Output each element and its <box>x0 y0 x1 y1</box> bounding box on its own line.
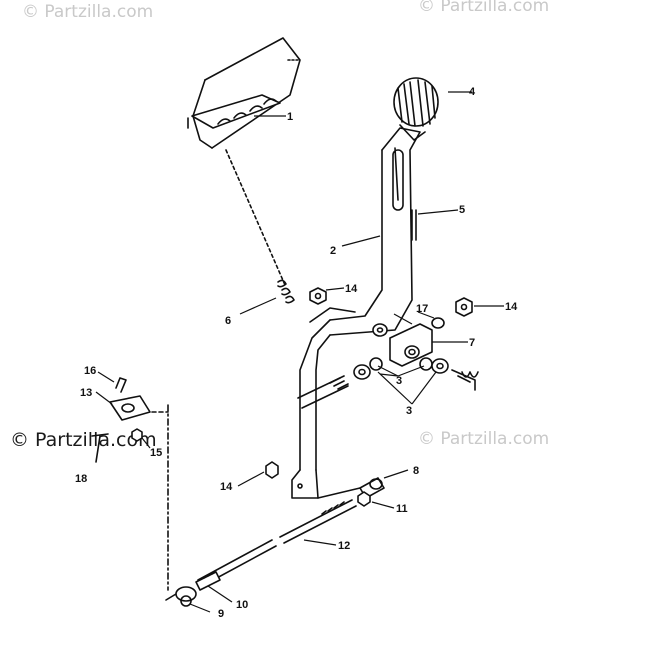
part-7-pivot-block <box>389 323 433 367</box>
pivot-shaft <box>297 369 479 409</box>
leader-lines <box>95 91 504 613</box>
part-5-pin <box>411 209 417 241</box>
callout-16: 16 <box>84 365 96 377</box>
watermark-top-right: © Partzilla.com <box>418 0 550 16</box>
lever-foot-link <box>317 487 361 499</box>
part-15-nut <box>131 428 143 442</box>
callout-5: 5 <box>459 204 465 216</box>
callout-14-bottom: 14 <box>220 481 233 493</box>
callout-15: 15 <box>150 447 162 459</box>
watermark-top-left: © Partzilla.com <box>22 2 154 22</box>
callout-11: 11 <box>396 503 408 515</box>
callout-17: 17 <box>416 303 428 315</box>
callout-8: 8 <box>413 465 419 477</box>
callout-3a: 3 <box>396 375 402 387</box>
part-12-brake-rod <box>197 499 357 587</box>
callout-1: 1 <box>287 111 293 123</box>
part-6-spring <box>225 149 295 304</box>
part-3-washers <box>353 357 449 380</box>
callout-10: 10 <box>236 599 248 611</box>
watermark-mid-left: © Partzilla.com <box>10 429 157 451</box>
callout-2: 2 <box>330 245 336 257</box>
part-11-nut <box>357 491 371 507</box>
part-2-pedal-lever <box>291 127 421 499</box>
part-10-rod-end <box>195 571 221 591</box>
part-14-nut-bottom <box>265 461 279 479</box>
watermark-mid-right: © Partzilla.com <box>418 429 550 449</box>
callout-14-top: 14 <box>345 283 358 295</box>
callout-13: 13 <box>80 387 92 399</box>
part-1-mounting-bracket <box>187 37 301 149</box>
callout-14-right: 14 <box>505 301 518 313</box>
part-17-washer <box>372 317 445 337</box>
part-14-nut-top <box>309 287 327 305</box>
part-9-rod-end-ball <box>165 586 197 607</box>
part-14-nut-right <box>455 297 473 317</box>
callout-6: 6 <box>225 315 231 327</box>
callout-18: 18 <box>75 473 87 485</box>
callout-labels: 1 2 3 3 4 5 6 7 8 9 10 11 12 13 14 14 14… <box>75 86 518 620</box>
callout-4: 4 <box>469 86 476 98</box>
callout-9: 9 <box>218 608 224 620</box>
callout-7: 7 <box>469 337 475 349</box>
part-16-pin <box>115 377 127 393</box>
part-4-pedal-pad <box>393 77 439 141</box>
part-13-bracket <box>109 395 151 421</box>
callout-12: 12 <box>338 540 350 552</box>
callout-3b: 3 <box>406 405 412 417</box>
part-18-screw <box>91 433 109 463</box>
